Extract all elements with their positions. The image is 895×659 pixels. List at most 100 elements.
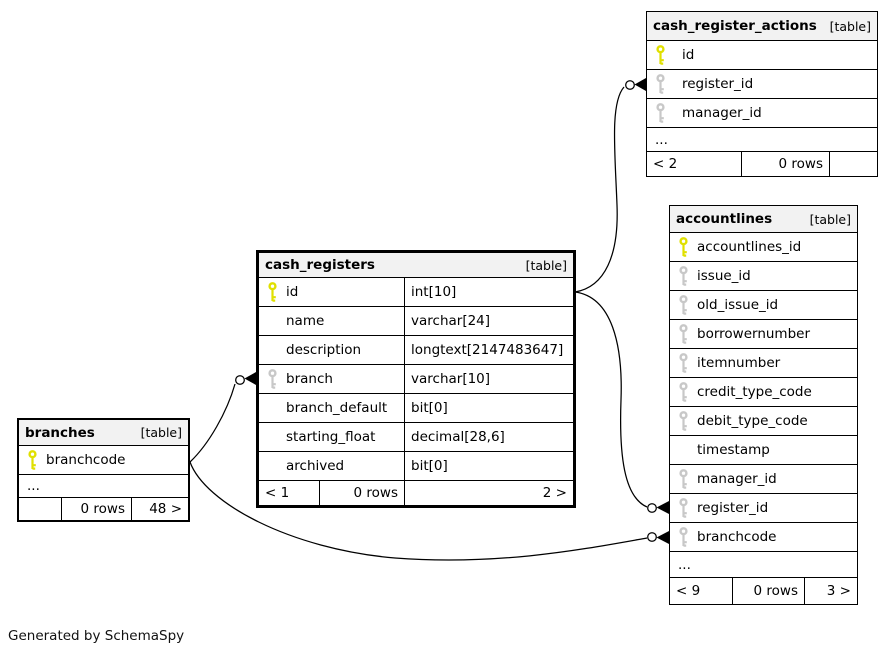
row-count-cell: 0 rows: [742, 152, 830, 176]
row-count-cell: 0 rows: [320, 481, 405, 505]
degree-in-cell: < 2: [647, 152, 742, 176]
table-tag: [table]: [829, 18, 871, 34]
foreign-key-icon: [678, 324, 689, 344]
column-name: branchcode: [697, 529, 777, 545]
no-key-spacer: [267, 427, 278, 447]
column-row-timestamp: timestamp: [670, 436, 857, 465]
column-row-issue_id: issue_id: [670, 262, 857, 291]
column-name: manager_id: [682, 105, 762, 121]
column-name: register_id: [697, 500, 769, 516]
table-tag: [table]: [525, 257, 567, 273]
table-header-accountlines: accountlines [table]: [670, 206, 857, 233]
relationship-branches.branchcode-to-cash_registers.branch: [189, 372, 256, 463]
column-name: manager_id: [697, 471, 777, 487]
column-row-branchcode: branchcode: [670, 523, 857, 552]
foreign-key-icon: [678, 469, 689, 489]
column-name: debit_type_code: [697, 413, 808, 429]
column-type: decimal[28,6]: [411, 429, 505, 445]
foreign-key-icon: [267, 369, 278, 389]
column-name: old_issue_id: [697, 297, 779, 313]
fk-circle-marker: [625, 80, 635, 90]
column-name: branch: [286, 371, 333, 387]
primary-key-icon: [27, 450, 38, 470]
ellipsis-row: ...: [670, 552, 857, 578]
column-type: varchar[24]: [411, 313, 491, 329]
table-name-cash_register_actions[interactable]: cash_register_actions: [653, 18, 817, 34]
table-cash_register_actions: cash_register_actions [table] id register_i…: [646, 11, 878, 177]
foreign-key-icon: [678, 266, 689, 286]
column-row-id: id int[10]: [259, 278, 573, 307]
no-key-spacer: [678, 440, 689, 460]
degree-out-cell: 3 >: [826, 583, 851, 599]
fk-arrowhead: [244, 372, 256, 385]
column-name: register_id: [682, 76, 754, 92]
column-name: name: [286, 313, 325, 329]
column-row-manager_id: manager_id: [647, 99, 877, 128]
column-name: id: [682, 47, 695, 63]
table-name-accountlines[interactable]: accountlines: [676, 211, 773, 227]
primary-key-icon: [678, 237, 689, 257]
table-tag: [table]: [809, 211, 851, 227]
relationship-cash_registers.id-to-accountlines.register_id: [574, 291, 669, 514]
column-name: credit_type_code: [697, 384, 812, 400]
foreign-key-icon: [655, 103, 666, 123]
foreign-key-icon: [678, 498, 689, 518]
degree-out-cell: [830, 152, 877, 176]
column-row-debit_type_code: debit_type_code: [670, 407, 857, 436]
degree-out-cell: 2 >: [542, 485, 567, 501]
ellipsis-row: ...: [647, 128, 877, 152]
column-name: id: [286, 284, 299, 300]
table-header-cash_registers: cash_registers [table]: [259, 253, 573, 278]
foreign-key-icon: [678, 382, 689, 402]
fk-arrowhead: [656, 531, 669, 544]
column-row-register_id: register_id: [647, 70, 877, 99]
degree-in-cell: < 9: [670, 578, 733, 604]
column-row-name: name varchar[24]: [259, 307, 573, 336]
column-name: archived: [286, 458, 345, 474]
column-type: varchar[10]: [411, 371, 491, 387]
column-row-starting_float: starting_float decimal[28,6]: [259, 423, 573, 452]
fk-arrowhead: [656, 501, 669, 514]
no-key-spacer: [267, 311, 278, 331]
table-name-branches[interactable]: branches: [25, 424, 95, 441]
table-cash_registers: cash_registers [table] id int[10] name varcha…: [256, 250, 576, 508]
column-type: int[10]: [411, 284, 457, 300]
fk-circle-marker: [647, 532, 657, 542]
column-name: borrowernumber: [697, 326, 811, 342]
column-name: timestamp: [697, 442, 770, 458]
column-name: branch_default: [286, 400, 388, 416]
table-name-cash_registers[interactable]: cash_registers: [265, 257, 375, 273]
no-key-spacer: [267, 456, 278, 476]
foreign-key-icon: [678, 411, 689, 431]
column-row-branch: branch varchar[10]: [259, 365, 573, 394]
column-row-old_issue_id: old_issue_id: [670, 291, 857, 320]
foreign-key-icon: [678, 295, 689, 315]
degree-in-cell: [19, 498, 62, 520]
table-header-cash_register_actions: cash_register_actions [table]: [647, 12, 877, 41]
column-row-id: id: [647, 41, 877, 70]
column-row-itemnumber: itemnumber: [670, 349, 857, 378]
table-header-branches: branches[table]: [19, 420, 188, 446]
fk-circle-marker: [235, 375, 245, 385]
column-row-borrowernumber: borrowernumber: [670, 320, 857, 349]
no-key-spacer: [267, 398, 278, 418]
column-name: starting_float: [286, 429, 376, 445]
column-name: description: [286, 342, 362, 358]
column-row-manager_id: manager_id: [670, 465, 857, 494]
column-row-register_id: register_id: [670, 494, 857, 523]
column-name: issue_id: [697, 268, 751, 284]
degree-out-cell: 48 >: [149, 501, 182, 517]
fk-circle-marker: [647, 503, 657, 513]
generated-by-note: Generated by SchemaSpy: [8, 628, 185, 644]
relationship-cash_registers.id-to-cash_register_actions.register_id: [574, 78, 646, 293]
column-row-branchcode: branchcode: [19, 446, 188, 475]
